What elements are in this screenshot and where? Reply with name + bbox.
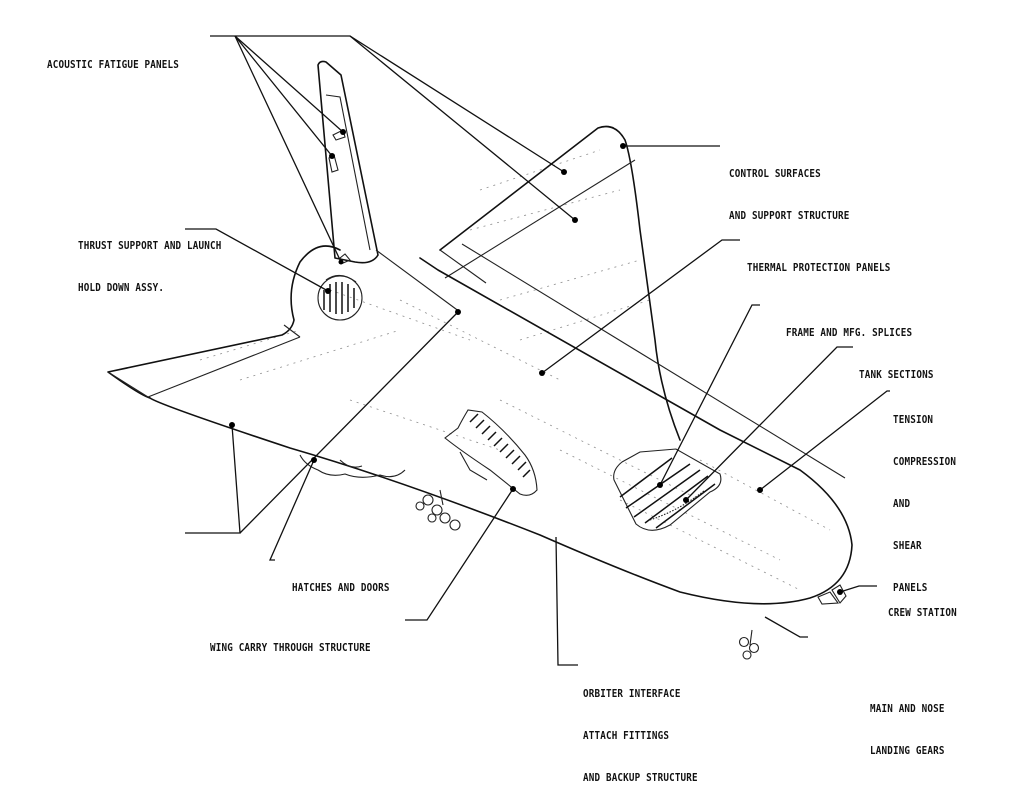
label-control-surfaces: CONTROL SURFACES AND SUPPORT STRUCTURE (729, 139, 850, 237)
label-frame-splices: FRAME AND MFG. SPLICES (786, 298, 912, 354)
label-hatches-doors: HATCHES AND DOORS (292, 553, 390, 609)
label-crew-station: CREW STATION (888, 578, 957, 634)
label-line: HOLD DOWN ASSY. (78, 282, 165, 294)
label-tension-panels: TENSION COMPRESSION AND SHEAR PANELS (893, 385, 956, 609)
label-line: TANK SECTIONS (859, 369, 934, 381)
label-line: WING CARRY THROUGH STRUCTURE (210, 642, 371, 654)
label-line: ATTACH FITTINGS (583, 730, 670, 742)
right-wing (439, 125, 681, 441)
label-line: AND SUPPORT STRUCTURE (729, 210, 850, 222)
label-line: THRUST SUPPORT AND LAUNCH (78, 240, 222, 252)
label-line: THERMAL PROTECTION PANELS (747, 262, 891, 274)
orbiter-diagram (107, 35, 890, 666)
label-line: CONTROL SURFACES (729, 168, 821, 180)
label-line: AND (893, 498, 911, 510)
tank-sections-cutaway (613, 448, 722, 531)
label-line: ACOUSTIC FATIGUE PANELS (47, 59, 179, 71)
wing-carry-through-cutaway (444, 409, 538, 496)
label-thermal-protection: THERMAL PROTECTION PANELS (747, 233, 890, 289)
callout-dots (229, 129, 843, 595)
label-thrust-support: THRUST SUPPORT AND LAUNCH HOLD DOWN ASSY… (78, 211, 221, 309)
label-line: COMPRESSION (893, 456, 957, 468)
label-line: FRAME AND MFG. SPLICES (786, 327, 913, 339)
label-line: TENSION (893, 414, 934, 426)
main-landing-gear (415, 489, 461, 531)
crew-station-windows (817, 584, 847, 605)
label-line: HATCHES AND DOORS (292, 582, 390, 594)
label-landing-gears: MAIN AND NOSE LANDING GEARS (870, 674, 945, 772)
label-acoustic-fatigue-panels: ACOUSTIC FATIGUE PANELS (47, 30, 179, 86)
label-tank-sections: TANK SECTIONS (859, 340, 934, 396)
label-wing-carry-through: WING CARRY THROUGH STRUCTURE (210, 613, 371, 669)
label-line: AND BACKUP STRUCTURE (583, 772, 698, 784)
label-line: CREW STATION (888, 607, 957, 619)
leader-lines (185, 35, 890, 666)
label-line: LANDING GEARS (870, 745, 945, 757)
label-line: PANELS (893, 582, 928, 594)
label-line: MAIN AND NOSE (870, 703, 945, 715)
label-orbiter-interface: ORBITER INTERFACE ATTACH FITTINGS AND BA… (583, 659, 698, 799)
label-line: ORBITER INTERFACE (583, 688, 681, 700)
label-line: SHEAR (893, 540, 922, 552)
nose-landing-gear (738, 629, 760, 660)
thrust-support-cutaway (317, 274, 363, 321)
fuselage (107, 243, 853, 605)
